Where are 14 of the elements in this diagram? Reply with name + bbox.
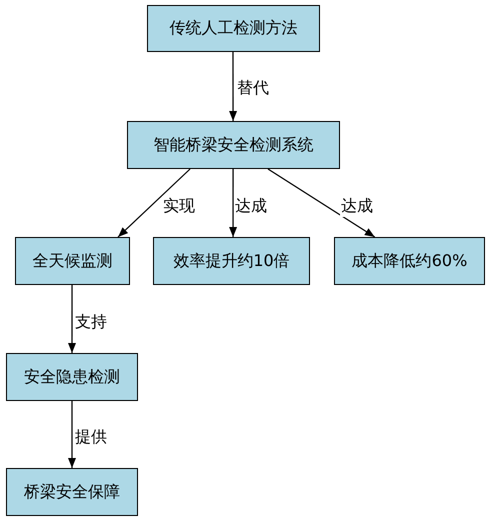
arrow (118, 168, 190, 238)
process-box: 智能桥梁安全检测系统 (127, 121, 340, 169)
process-box: 安全隐患检测 (6, 353, 138, 401)
process-box: 传统人工检测方法 (147, 5, 320, 52)
arrow (229, 52, 238, 121)
arrow (68, 401, 76, 468)
process-box: 全天候监测 (15, 237, 130, 285)
process-box: 桥梁安全保障 (6, 468, 138, 516)
edge-label: 达成 (340, 196, 374, 217)
arrow (268, 168, 376, 238)
process-box: 效率提升约10倍 (153, 237, 310, 285)
arrow (229, 169, 238, 237)
process-box: 成本降低约60% (334, 237, 485, 285)
arrow (68, 285, 76, 353)
